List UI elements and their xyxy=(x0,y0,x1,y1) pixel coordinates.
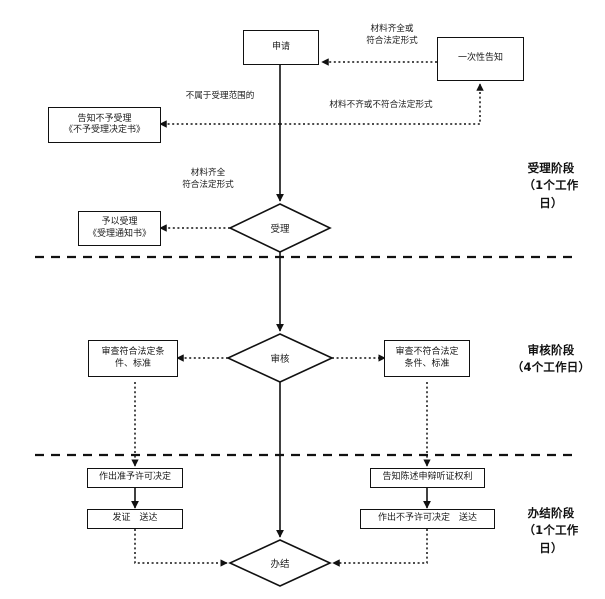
node-review[interactable]: 审核 xyxy=(228,334,332,382)
node-review-fail[interactable]: 审查不符合法定 条件、标准 xyxy=(384,340,470,377)
node-complete-label: 办结 xyxy=(270,559,290,570)
stage-label-review: 审核阶段 （4个工作日） xyxy=(500,342,602,377)
node-grant-accept-label: 予以受理 《受理通知书》 xyxy=(87,217,151,239)
node-notify-reject-accept[interactable]: 告知不予受理 《不予受理决定书》 xyxy=(48,107,161,143)
stage-label-accept: 受理阶段 （1个工作 日） xyxy=(505,160,597,212)
node-apply-label: 申请 xyxy=(271,41,290,52)
node-review-pass[interactable]: 审查符合法定条 件、标准 xyxy=(88,340,178,377)
node-grant-accept[interactable]: 予以受理 《受理通知书》 xyxy=(78,211,161,246)
edge-label-materials-incomplete-or-illegal: 材料不齐或不符合法定形式 xyxy=(329,100,433,110)
node-notify-rights[interactable]: 告知陈述申辩听证权利 xyxy=(370,468,485,488)
stage-label-accept-name: 受理阶段 xyxy=(527,161,575,175)
stage-label-complete-name: 办结阶段 xyxy=(527,506,575,520)
edge-label-not-in-scope: 不属于受理范围的 xyxy=(185,91,255,101)
stage-label-complete: 办结阶段 （1个工作 日） xyxy=(505,505,597,557)
node-decide-permit[interactable]: 作出准予许可决定 xyxy=(87,468,183,488)
node-accept-label: 受理 xyxy=(270,224,290,235)
node-issue-deliver[interactable]: 发证 送达 xyxy=(87,509,183,529)
edge-label-materials-complete-or-legal: 材料齐全或 符合法定形式 xyxy=(366,24,418,46)
stage-label-accept-duration: （1个工作 日） xyxy=(523,178,579,210)
edge-issue-to-complete xyxy=(134,529,228,567)
node-apply[interactable]: 申请 xyxy=(243,30,319,65)
node-review-label: 审核 xyxy=(270,354,290,365)
node-decide-deny-label: 作出不予许可决定 送达 xyxy=(377,513,477,524)
node-complete[interactable]: 办结 xyxy=(230,540,330,586)
node-notify-rights-label: 告知陈述申辩听证权利 xyxy=(382,472,473,483)
node-issue-deliver-label: 发证 送达 xyxy=(112,513,158,524)
stage-label-complete-duration: （1个工作 日） xyxy=(523,523,579,555)
edge-label-materials-complete-legal: 材料齐全 符合法定形式 xyxy=(182,168,234,190)
node-decide-permit-label: 作出准予许可决定 xyxy=(98,472,171,483)
node-notify-reject-accept-label: 告知不予受理 《不予受理决定书》 xyxy=(63,113,145,135)
edge-deny-to-complete xyxy=(332,529,428,567)
node-review-fail-label: 审查不符合法定 条件、标准 xyxy=(395,347,459,369)
node-review-pass-label: 审查符合法定条 件、标准 xyxy=(101,347,165,369)
node-accept[interactable]: 受理 xyxy=(230,204,330,252)
node-one-time-notice-label: 一次性告知 xyxy=(457,53,503,64)
node-decide-deny[interactable]: 作出不予许可决定 送达 xyxy=(360,509,495,529)
node-one-time-notice[interactable]: 一次性告知 xyxy=(437,37,524,81)
stage-label-review-name: 审核阶段 xyxy=(527,343,575,357)
stage-label-review-duration: （4个工作日） xyxy=(511,360,591,375)
